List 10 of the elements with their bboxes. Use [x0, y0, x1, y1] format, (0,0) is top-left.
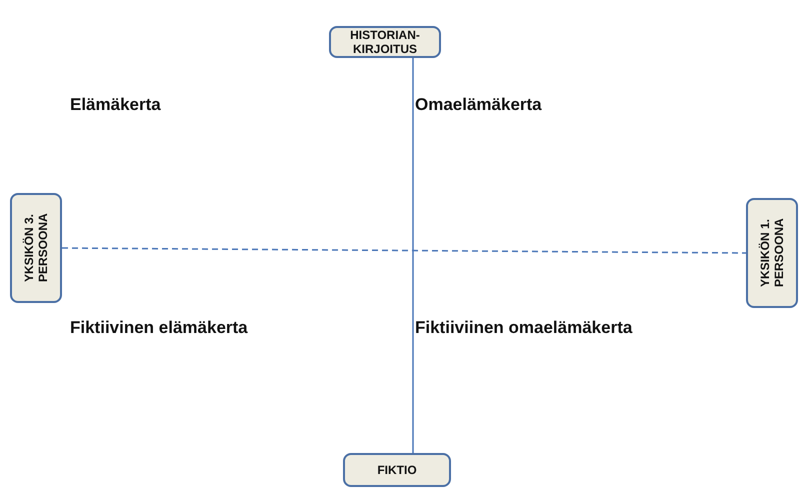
quadrant-label: Fiktiiviinen omaelämäkerta [415, 318, 632, 338]
rounded-box: YKSIKÖN 3. PERSOONA [10, 193, 62, 303]
rounded-box: YKSIKÖN 1. PERSOONA [746, 198, 798, 308]
rounded-box: HISTORIAN-KIRJOITUS [329, 26, 441, 58]
rounded-box: FIKTIO [343, 453, 451, 487]
quadrant-label: Omaelämäkerta [415, 95, 542, 115]
quadrant-label: Fiktiivinen elämäkerta [70, 318, 248, 338]
dashed-line [62, 247, 746, 254]
quadrant-label: Elämäkerta [70, 95, 161, 115]
connector-line [412, 58, 414, 453]
